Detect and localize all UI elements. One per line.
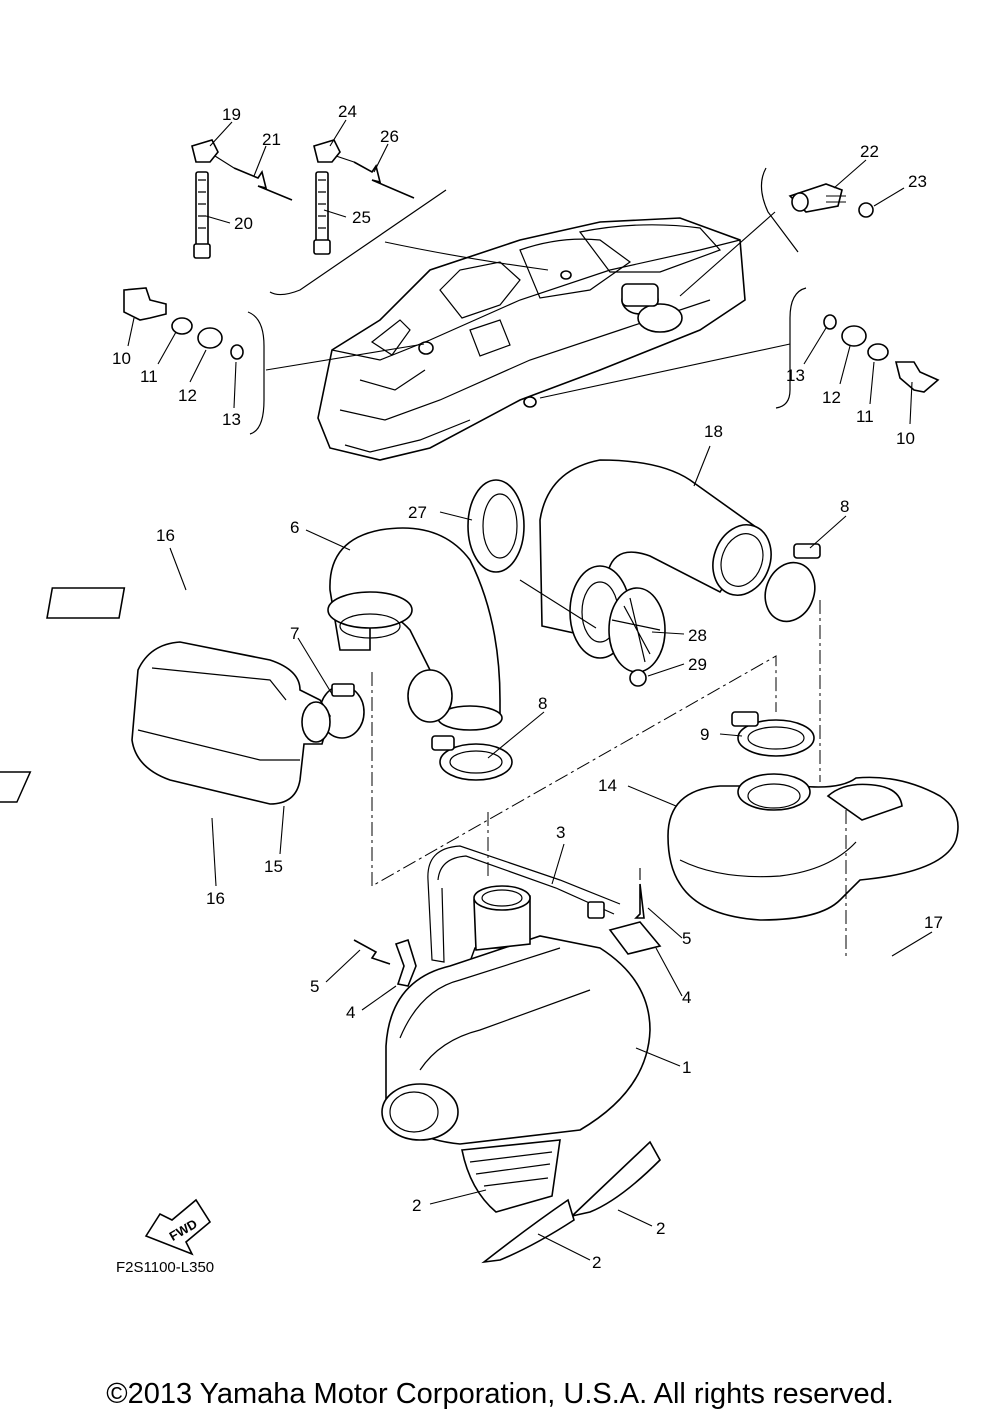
callout-10-left: 10 bbox=[112, 349, 131, 368]
callout-8-middle: 8 bbox=[538, 694, 547, 713]
callout-18: 18 bbox=[704, 422, 723, 441]
clamp-9 bbox=[731, 711, 815, 757]
strap-3 bbox=[427, 845, 621, 963]
callout-16-bottom: 16 bbox=[206, 889, 225, 908]
callout-23: 23 bbox=[908, 172, 927, 191]
callout-5-left: 5 bbox=[310, 977, 319, 996]
pad-16-top bbox=[46, 587, 126, 619]
callout-22: 22 bbox=[860, 142, 879, 161]
callout-2-lower: 2 bbox=[592, 1253, 601, 1272]
callout-28: 28 bbox=[688, 626, 707, 645]
clamp-8-middle bbox=[431, 735, 513, 781]
callout-3: 3 bbox=[556, 823, 565, 842]
air-filter-1 bbox=[381, 885, 651, 1145]
callout-26: 26 bbox=[380, 127, 399, 146]
watercraft-illustration bbox=[317, 217, 746, 461]
bracket-curve-top-left bbox=[269, 189, 447, 296]
callout-25: 25 bbox=[352, 208, 371, 227]
resonator-14 bbox=[667, 773, 959, 921]
cable-tie-group-left bbox=[191, 139, 293, 259]
callout-5-right: 5 bbox=[682, 929, 691, 948]
cable-tie-group-right bbox=[313, 139, 415, 255]
pipe-6 bbox=[327, 527, 503, 731]
bracket-group-22-23 bbox=[679, 167, 874, 297]
callout-11-right: 11 bbox=[856, 407, 874, 426]
pad-16-bottom bbox=[0, 771, 32, 803]
callout-labels: 19 21 20 24 26 25 22 23 10 11 12 13 13 1… bbox=[112, 102, 943, 1272]
callout-7: 7 bbox=[290, 624, 299, 643]
diagram-code: F2S1100-L350 bbox=[116, 1259, 214, 1276]
air-box-15 bbox=[131, 641, 331, 805]
gasket-27 bbox=[467, 479, 525, 573]
callout-2-right: 2 bbox=[656, 1219, 665, 1238]
callout-12-left: 12 bbox=[178, 386, 197, 405]
callout-24: 24 bbox=[338, 102, 357, 121]
callout-11-left: 11 bbox=[140, 367, 158, 386]
bracket-4-left bbox=[353, 938, 417, 987]
bracket-4-right bbox=[608, 868, 662, 955]
leader-lines bbox=[127, 119, 933, 1261]
copyright-notice: ©2013 Yamaha Motor Corporation, U.S.A. A… bbox=[106, 1378, 894, 1410]
clamp-7 bbox=[319, 683, 365, 739]
callout-4-right: 4 bbox=[682, 988, 691, 1007]
callout-13-right: 13 bbox=[786, 366, 805, 385]
fitting-group-left bbox=[123, 287, 425, 435]
callout-1: 1 bbox=[682, 1058, 691, 1077]
callout-13-left: 13 bbox=[222, 410, 241, 429]
leader-to-craft-top bbox=[384, 241, 549, 271]
callout-19: 19 bbox=[222, 105, 241, 124]
callout-10-right: 10 bbox=[896, 429, 915, 448]
callout-2-upper: 2 bbox=[412, 1196, 421, 1215]
callout-21: 21 bbox=[262, 130, 281, 149]
callout-16-top: 16 bbox=[156, 526, 175, 545]
fitting-group-right bbox=[539, 287, 940, 409]
forward-direction-arrow: FWD bbox=[144, 1198, 212, 1256]
callout-17: 17 bbox=[924, 913, 943, 932]
callout-15: 15 bbox=[264, 857, 283, 876]
flange-and-gasket-28 bbox=[519, 565, 666, 687]
assembly-center-lines bbox=[371, 600, 847, 960]
filter-pads-2 bbox=[461, 1139, 661, 1264]
callout-9: 9 bbox=[700, 725, 709, 744]
callout-20: 20 bbox=[234, 214, 253, 233]
callout-6: 6 bbox=[290, 518, 299, 537]
callout-12-right: 12 bbox=[822, 388, 841, 407]
callout-4-left: 4 bbox=[346, 1003, 355, 1022]
callout-29: 29 bbox=[688, 655, 707, 674]
callout-27: 27 bbox=[408, 503, 427, 522]
callout-8-top: 8 bbox=[840, 497, 849, 516]
callout-14: 14 bbox=[598, 776, 617, 795]
